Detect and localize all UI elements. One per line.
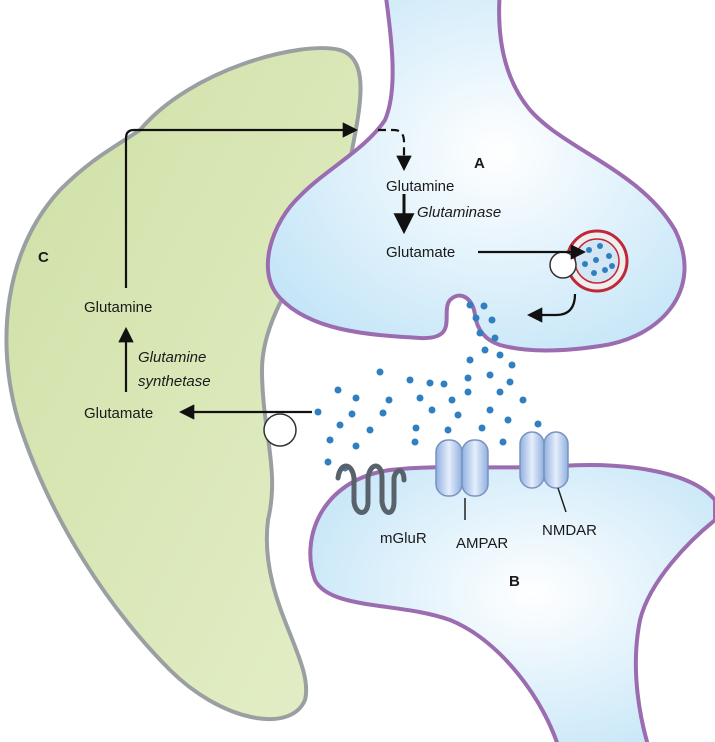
label-presynaptic: A: [474, 155, 485, 172]
glutamine-export-arrow: [124, 122, 359, 288]
postsynaptic-terminal: [308, 463, 715, 742]
vesicle-release-arrow: [526, 293, 577, 323]
nmdar-channel: [519, 431, 569, 513]
glutamate-transporter: [263, 413, 297, 447]
nmdar-label: NMDAR: [542, 522, 597, 539]
synthetase-label-line2: synthetase: [138, 373, 211, 390]
cleft-glutamate-dots: [314, 301, 542, 472]
mglur-receptor: [335, 463, 407, 515]
astrocyte-glutamine-label: Glutamine: [84, 299, 152, 316]
label-postsynaptic: B: [509, 573, 520, 590]
mglur-label: mGluR: [380, 530, 427, 547]
label-astrocyte: C: [38, 249, 49, 266]
presynaptic-glutamate-label: Glutamate: [386, 244, 455, 261]
astrocyte-cell: [4, 46, 363, 722]
presynaptic-glutamine-label: Glutamine: [386, 178, 454, 195]
vesicular-transporter: [549, 251, 577, 279]
glutamine-import-arrow: [378, 128, 412, 172]
vesicle-glutamate-dots: [582, 243, 615, 276]
synthetase-label-line1: Glutamine: [138, 349, 206, 366]
ampar-channel: [435, 439, 489, 520]
ampar-label: AMPAR: [456, 535, 508, 552]
glutaminase-label: Glutaminase: [417, 204, 501, 221]
astrocyte-glutamate-label: Glutamate: [84, 405, 153, 422]
